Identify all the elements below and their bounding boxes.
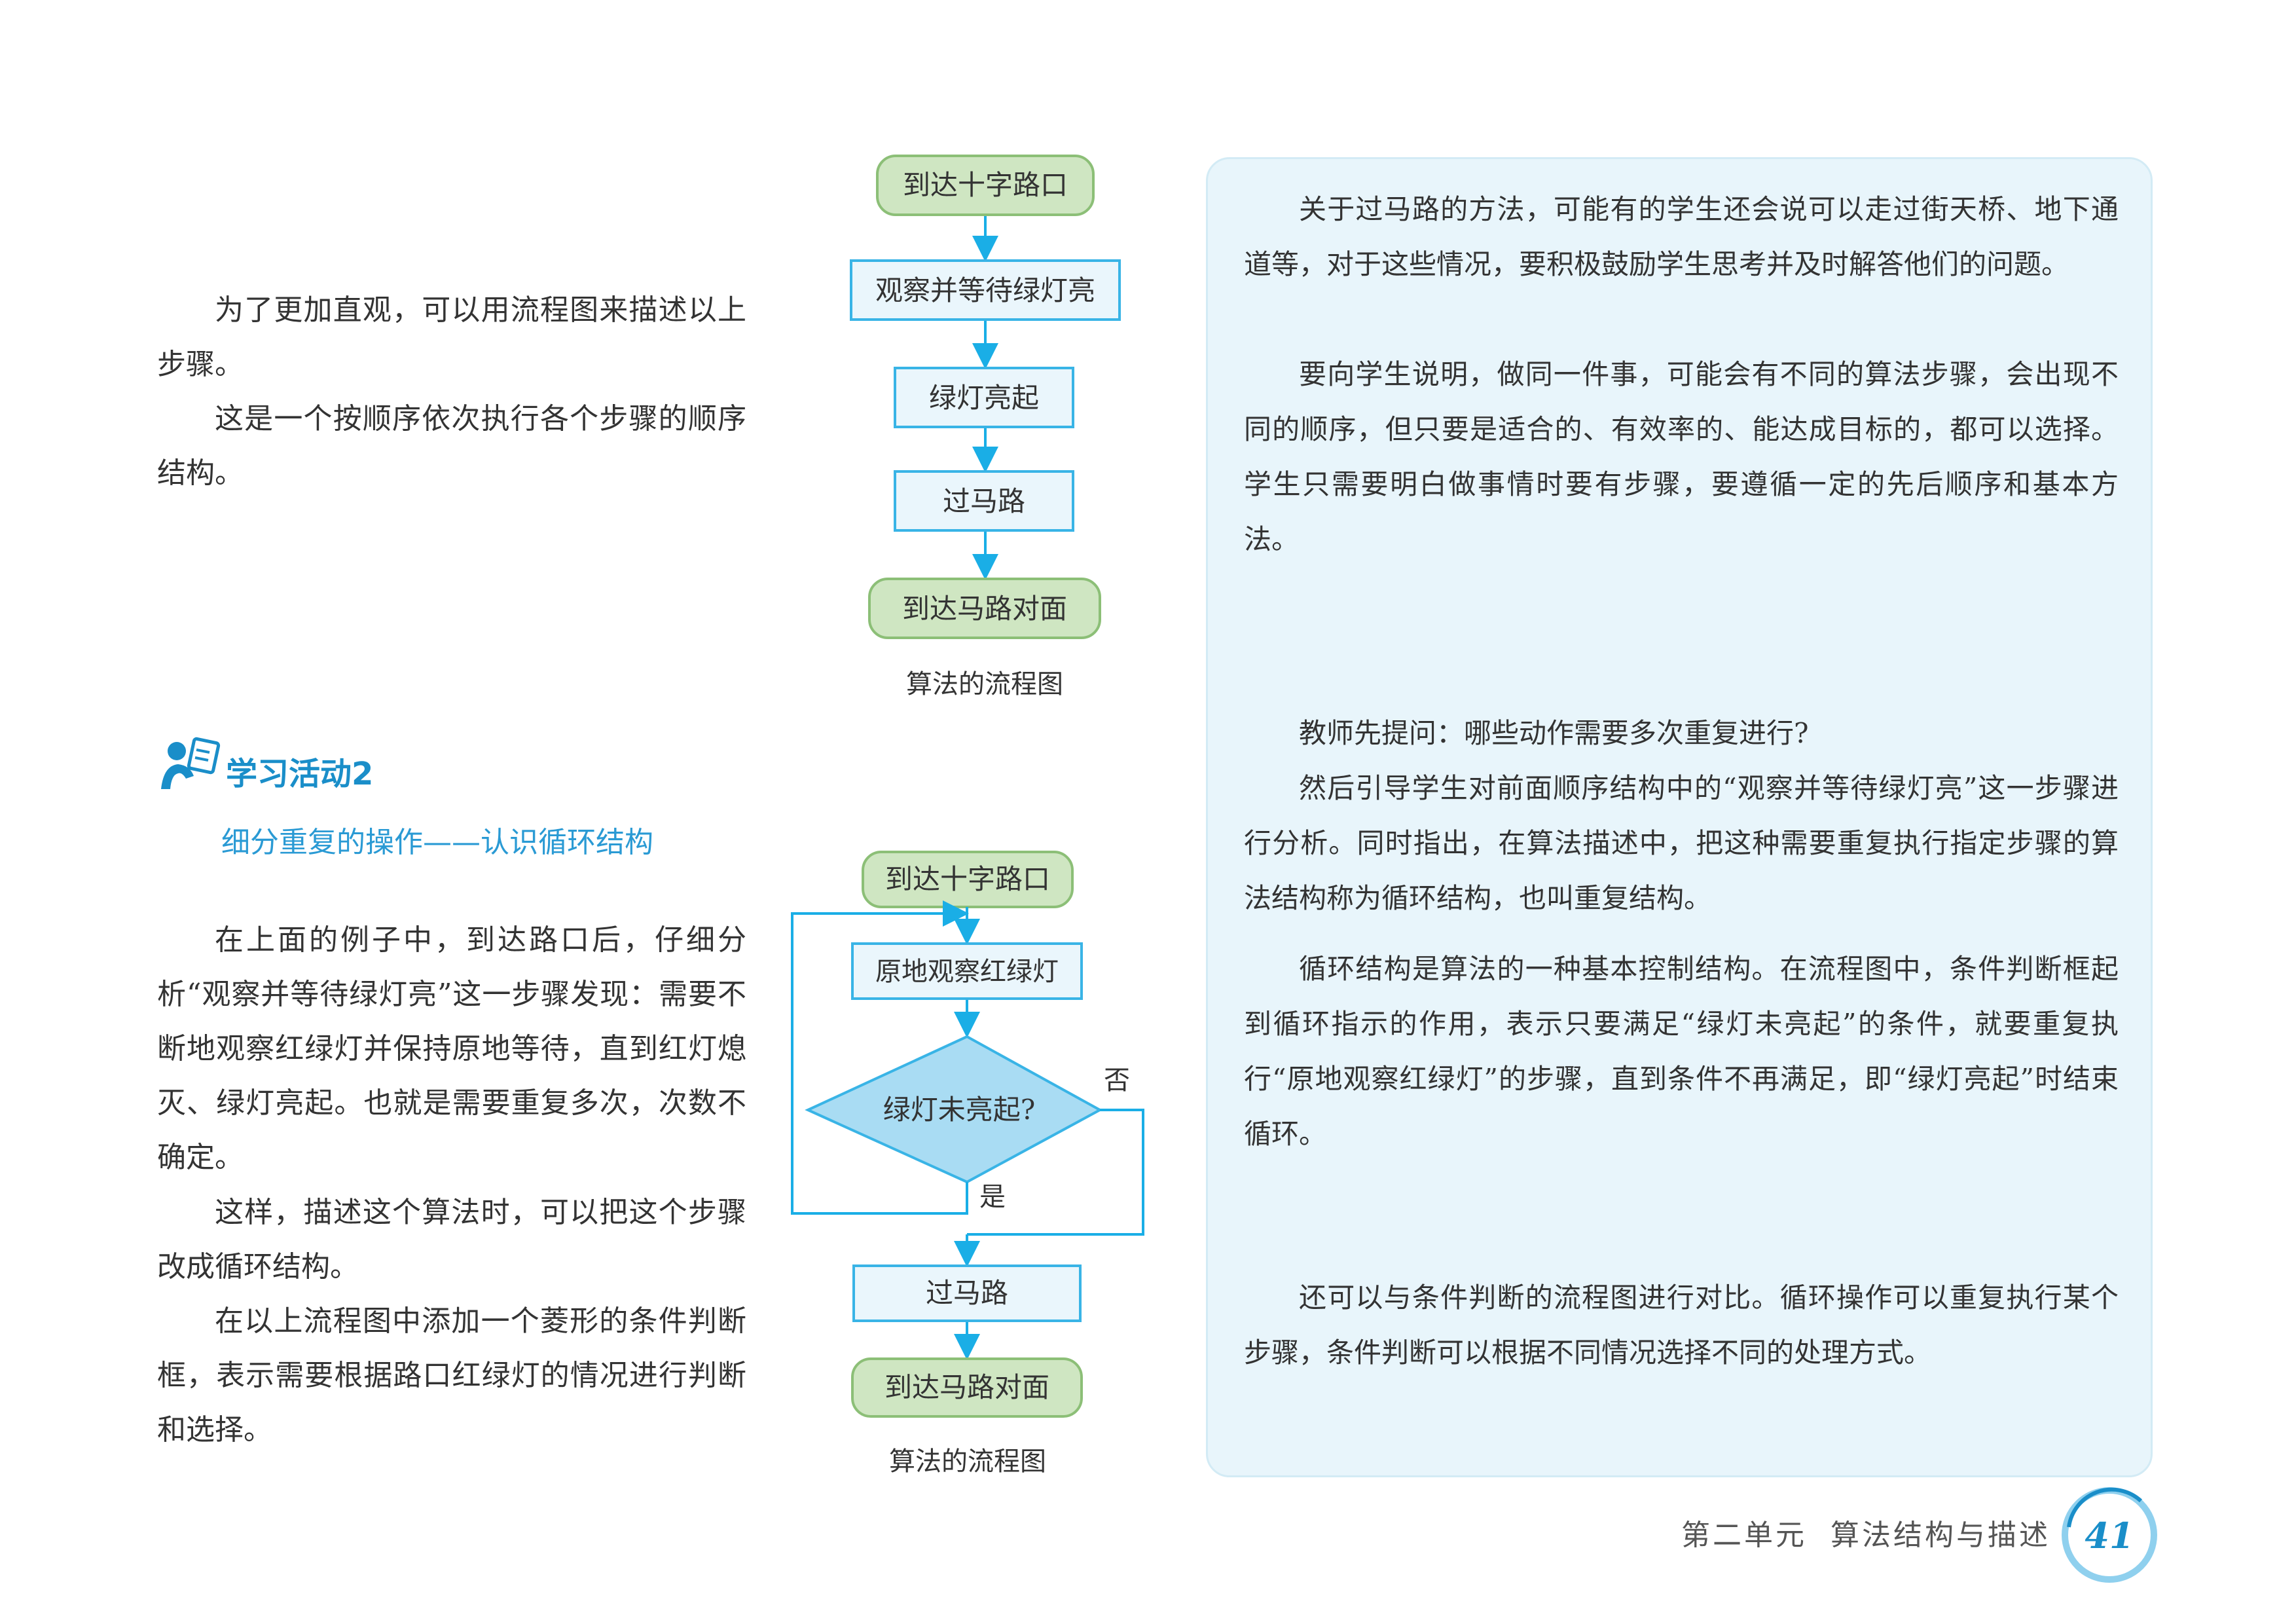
loop-flowchart: 到达十字路口 原地观察红绿灯 绿灯未亮起? 是 否 过马路 到达马路对面 算法的… [791,851,1144,1477]
flow2-step-observe-label: 原地观察红绿灯 [875,957,1059,987]
notes-paragraph-5: 循环结构是算法的一种基本控制结构。在流程图中，条件判断框起到循环指示的作用，表示… [1244,953,2119,1150]
flow2-step-cross-label: 过马路 [926,1277,1008,1309]
flow2-end-terminal [851,1357,1083,1418]
loop-paragraph-2: 这样，描述这个算法时，可以把这个步骤改成循环结构。 [157,1196,746,1283]
sequence-flowchart: 到达十字路口 观察并等待绿灯亮 绿灯亮起 过马路 到达马路对面 算法的流程图 [850,155,1121,699]
flow1-step-observe [850,259,1121,321]
flow1-start-label: 到达十字路口 [903,169,1068,201]
notes-paragraph-4: 然后引导学生对前面顺序结构中的“观察并等待绿灯亮”这一步骤进行分析。同时指出，在… [1244,772,2119,914]
notes-paragraph-1: 关于过马路的方法，可能有的学生还会说可以走过街天桥、地下通道等，对于这些情况，要… [1244,193,2119,280]
flow1-caption: 算法的流程图 [906,669,1063,699]
page-number-badge: 41 [2062,1487,2157,1583]
notes-paragraph-6: 还可以与条件判断的流程图进行对比。循环操作可以重复执行某个步骤，条件判断可以根据… [1244,1282,2119,1369]
flow2-decision-label: 绿灯未亮起? [883,1094,1036,1126]
activity-person-icon [161,737,221,789]
flow1-start-terminal [876,155,1095,216]
flow2-end-label: 到达马路对面 [884,1371,1049,1403]
activity-title: 学习活动2 [226,756,374,792]
teacher-notes-panel [1206,157,2153,1477]
flow1-step-cross [894,470,1074,532]
loop-paragraph-1: 在上面的例子中，到达路口后，仔细分析“观察并等待绿灯亮”这一步骤发现：需要不断地… [157,923,746,1174]
intro-paragraph-1: 为了更加直观，可以用流程图来描述以上步骤。 [157,293,746,381]
intro-paragraph-2: 这是一个按顺序依次执行各个步骤的顺序结构。 [157,402,746,490]
activity-subtitle: 细分重复的操作——认识循环结构 [221,826,653,859]
flow2-step-cross [852,1264,1082,1322]
flow2-yes-label: 是 [979,1182,1006,1212]
flow1-end-terminal [868,578,1101,639]
flow1-step-observe-label: 观察并等待绿灯亮 [875,274,1095,306]
notes-paragraph-2: 要向学生说明，做同一件事，可能会有不同的算法步骤，会出现不同的顺序，但只要是适合… [1244,358,2119,555]
footer-unit: 第二单元 [1681,1519,1807,1552]
footer-title: 算法结构与描述 [1831,1519,2050,1552]
flow2-start-label: 到达十字路口 [885,863,1050,895]
loop-paragraph-3: 在以上流程图中添加一个菱形的条件判断框，表示需要根据路口红绿灯的情况进行判断和选… [157,1304,746,1447]
page-number: 41 [2085,1515,2134,1557]
flow1-step-cross-label: 过马路 [943,485,1025,517]
flow1-end-label: 到达马路对面 [902,593,1067,625]
flow2-no-label: 否 [1104,1065,1130,1096]
flow1-step-green-label: 绿灯亮起 [929,382,1039,414]
notes-paragraph-3: 教师先提问：哪些动作需要多次重复进行? [1299,717,1809,749]
flow2-step-observe [851,942,1083,1000]
flow2-caption: 算法的流程图 [889,1447,1046,1477]
flow1-step-green [894,367,1074,428]
